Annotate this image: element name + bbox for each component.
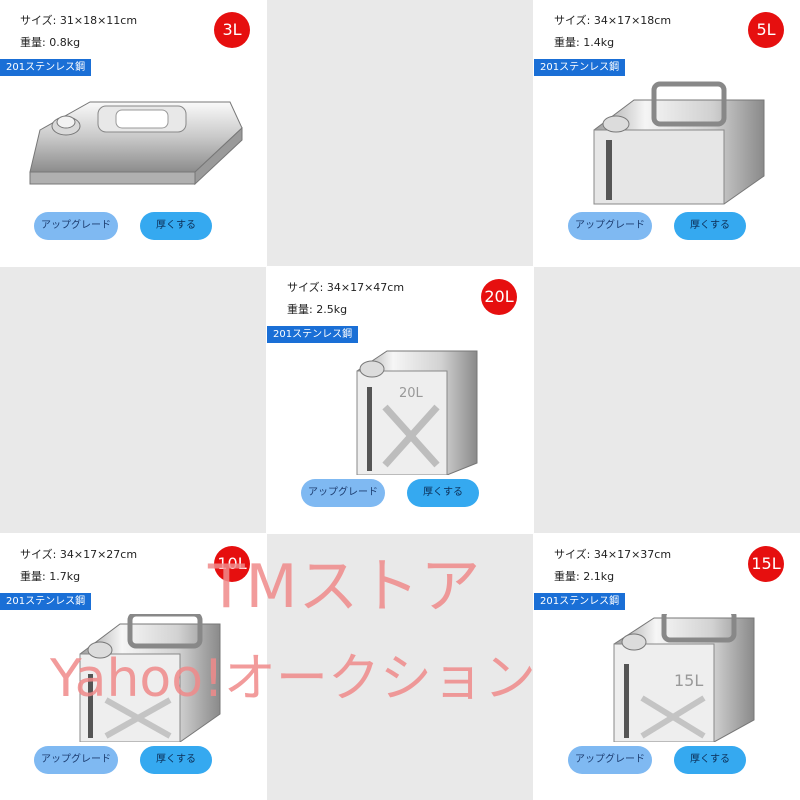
thicken-button[interactable]: 厚くする — [674, 746, 746, 774]
product-card-15l[interactable]: サイズ: 34×17×37cm 重量: 2.1kg 201ステンレス鋼 15L … — [534, 534, 800, 800]
capacity-badge: 20L — [481, 279, 517, 315]
can-label-15l: 15L — [674, 671, 703, 690]
product-card-20l[interactable]: サイズ: 34×17×47cm 重量: 2.5kg 201ステンレス鋼 20L … — [267, 267, 533, 533]
weight-text: 重量: 1.4kg — [554, 36, 615, 49]
upgrade-button[interactable]: アップグレード — [34, 212, 118, 240]
jerrycan-15l-image: 15L — [613, 614, 755, 742]
material-tag: 201ステンレス鋼 — [534, 593, 626, 610]
empty-cell — [267, 534, 533, 800]
upgrade-button[interactable]: アップグレード — [301, 479, 385, 507]
size-text: サイズ: 34×17×27cm — [20, 548, 138, 561]
thicken-button[interactable]: 厚くする — [140, 746, 212, 774]
capacity-badge: 5L — [748, 12, 784, 48]
jerrycan-20l-image: 20L — [356, 350, 478, 475]
capacity-badge: 15L — [748, 546, 784, 582]
empty-cell — [0, 267, 266, 533]
size-text: サイズ: 34×17×18cm — [554, 14, 672, 27]
material-tag: 201ステンレス鋼 — [534, 59, 626, 76]
jerrycan-3l-image — [29, 101, 243, 186]
can-label-20l: 20L — [399, 386, 424, 401]
thicken-button[interactable]: 厚くする — [407, 479, 479, 507]
size-text: サイズ: 34×17×47cm — [287, 281, 405, 294]
empty-cell — [267, 0, 533, 266]
upgrade-button[interactable]: アップグレード — [568, 746, 652, 774]
material-tag: 201ステンレス鋼 — [267, 326, 359, 343]
material-tag: 201ステンレス鋼 — [0, 593, 92, 610]
thicken-button[interactable]: 厚くする — [674, 212, 746, 240]
product-card-3l[interactable]: サイズ: 31×18×11cm 重量: 0.8kg 201ステンレス鋼 3L ア… — [0, 0, 266, 266]
jerrycan-5l-image — [593, 81, 765, 205]
upgrade-button[interactable]: アップグレード — [34, 746, 118, 774]
weight-text: 重量: 0.8kg — [20, 36, 81, 49]
capacity-badge: 10L — [214, 546, 250, 582]
empty-cell — [534, 267, 800, 533]
thicken-button[interactable]: 厚くする — [140, 212, 212, 240]
weight-text: 重量: 2.1kg — [554, 570, 615, 583]
product-card-10l[interactable]: サイズ: 34×17×27cm 重量: 1.7kg 201ステンレス鋼 10L … — [0, 534, 266, 800]
size-text: サイズ: 34×17×37cm — [554, 548, 672, 561]
jerrycan-10l-image — [79, 614, 221, 742]
capacity-badge: 3L — [214, 12, 250, 48]
material-tag: 201ステンレス鋼 — [0, 59, 92, 76]
size-text: サイズ: 31×18×11cm — [20, 14, 138, 27]
product-card-5l[interactable]: サイズ: 34×17×18cm 重量: 1.4kg 201ステンレス鋼 5L ア… — [534, 0, 800, 266]
upgrade-button[interactable]: アップグレード — [568, 212, 652, 240]
weight-text: 重量: 2.5kg — [287, 303, 348, 316]
weight-text: 重量: 1.7kg — [20, 570, 81, 583]
